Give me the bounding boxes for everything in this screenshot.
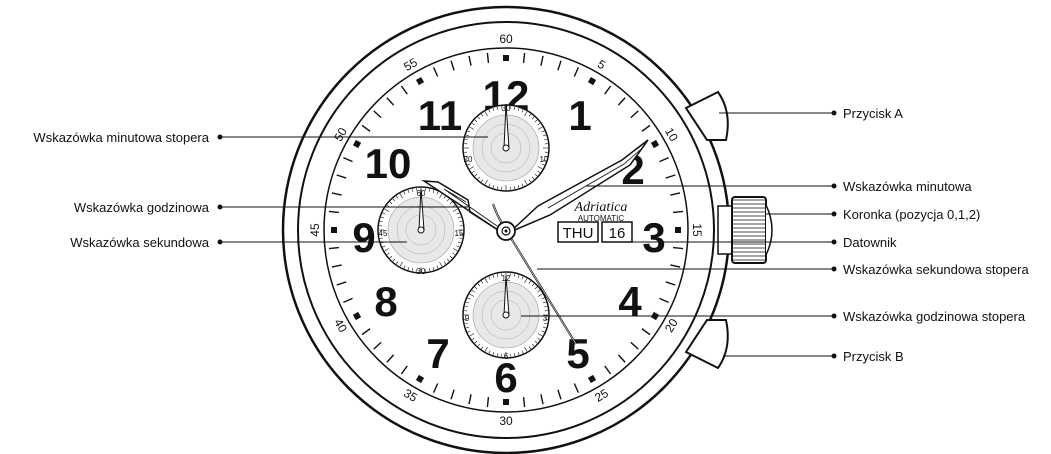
minute-number-30: 30 bbox=[499, 414, 513, 428]
label-koronka: Koronka (pozycja 0,1,2) bbox=[843, 207, 980, 222]
day-window: THU bbox=[558, 222, 598, 242]
hour-marker bbox=[675, 227, 681, 233]
subdial-bottom-9: 9 bbox=[465, 314, 470, 323]
subdial-left-45: 45 bbox=[379, 229, 388, 238]
hour-10: 10 bbox=[365, 140, 412, 187]
center-pin bbox=[497, 222, 515, 240]
subdial-top-20: 20 bbox=[464, 155, 473, 164]
subdial-left-15: 15 bbox=[455, 229, 464, 238]
hour-marker bbox=[331, 227, 337, 233]
hour-6: 6 bbox=[494, 354, 517, 401]
subdial-bottom-3: 3 bbox=[543, 314, 548, 323]
label-przycisk-a: Przycisk A bbox=[843, 106, 903, 121]
label-datownik: Datownik bbox=[843, 235, 897, 250]
hour-5: 5 bbox=[566, 330, 589, 377]
minute-number-15: 15 bbox=[690, 223, 704, 237]
hour-3: 3 bbox=[642, 214, 665, 261]
label-wskazowka-godzinowa: Wskazówka godzinowa bbox=[74, 200, 210, 215]
label-wskazowka-sekundowa: Wskazówka sekundowa bbox=[70, 235, 209, 250]
label-wskazowka-sekundowa-stopera: Wskazówka sekundowa stopera bbox=[843, 262, 1029, 277]
label-przycisk-b: Przycisk B bbox=[843, 349, 904, 364]
hour-9: 9 bbox=[352, 214, 375, 261]
minute-number-60: 60 bbox=[499, 32, 513, 46]
minute-number-45: 45 bbox=[308, 223, 322, 237]
subdial-left-30: 30 bbox=[417, 267, 426, 276]
hour-marker bbox=[503, 55, 509, 61]
date-value: 16 bbox=[609, 225, 626, 242]
subdial-bottom-6: 6 bbox=[504, 352, 509, 361]
subdial-top-10: 10 bbox=[540, 155, 549, 164]
hour-11: 11 bbox=[418, 92, 462, 139]
crown[interactable] bbox=[718, 197, 772, 263]
label-wskazowka-minutowa: Wskazówka minutowa bbox=[843, 179, 972, 194]
hour-4: 4 bbox=[618, 278, 642, 325]
hour-7: 7 bbox=[426, 330, 449, 377]
hour-8: 8 bbox=[374, 278, 397, 325]
label-wskazowka-minutowa-stopera: Wskazówka minutowa stopera bbox=[33, 130, 209, 145]
hour-1: 1 bbox=[568, 92, 591, 139]
brand-logo: Adriatica bbox=[574, 200, 628, 215]
date-window: 16 bbox=[602, 222, 632, 242]
day-value: THU bbox=[563, 225, 594, 242]
label-wskazowka-godzinowa-stopera: Wskazówka godzinowa stopera bbox=[843, 309, 1026, 324]
